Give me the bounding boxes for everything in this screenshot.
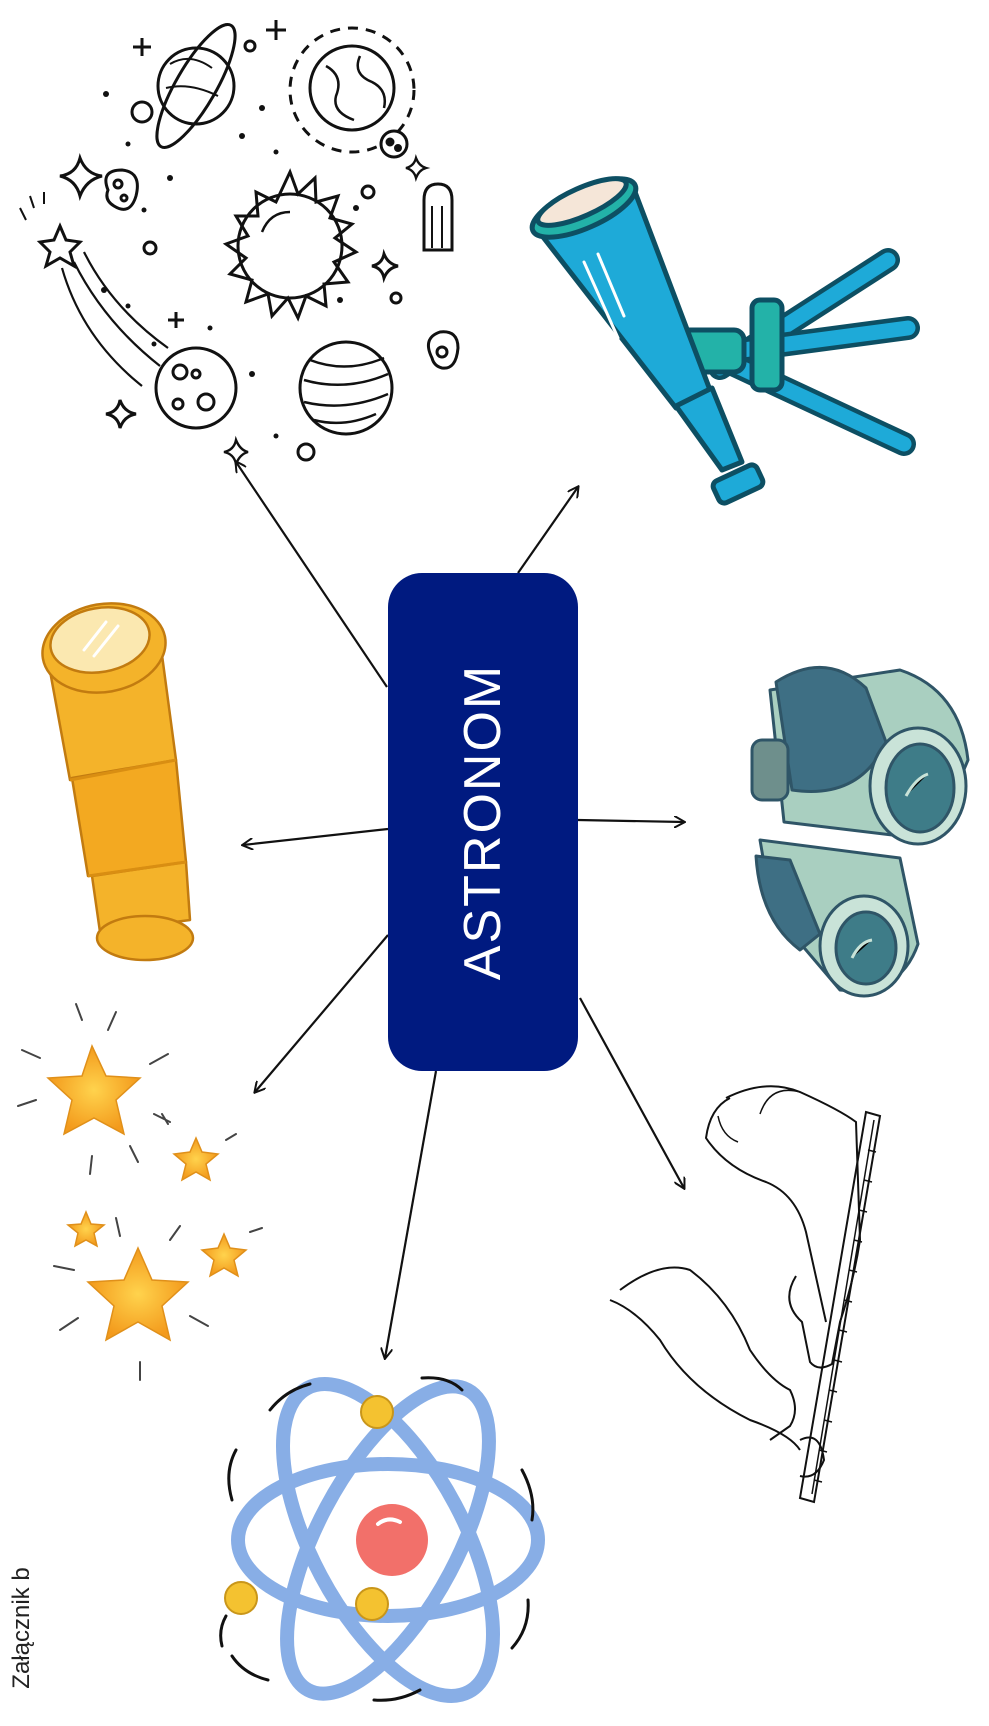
telescope-on-tripod-icon — [525, 167, 908, 505]
hands-with-ruler-sketch-icon — [610, 1086, 880, 1502]
annex-label: Załącznik b — [8, 1567, 36, 1688]
atom-icon — [221, 1352, 538, 1726]
arrow-to-solar-system — [236, 462, 387, 687]
arrow-to-stars — [255, 935, 388, 1092]
binoculars-icon — [752, 667, 968, 996]
arrow-to-hands-sketch — [580, 998, 684, 1188]
stars-icon — [18, 1004, 262, 1380]
solar-system-doodle-icon — [20, 15, 458, 464]
arrow-to-binoculars — [578, 820, 684, 822]
central-node-label: ASTRONOM — [453, 664, 513, 980]
spyglass-icon — [35, 594, 193, 960]
arrow-to-atom — [385, 1071, 436, 1358]
arrow-to-spyglass — [243, 829, 388, 845]
arrow-to-telescope — [518, 487, 578, 573]
